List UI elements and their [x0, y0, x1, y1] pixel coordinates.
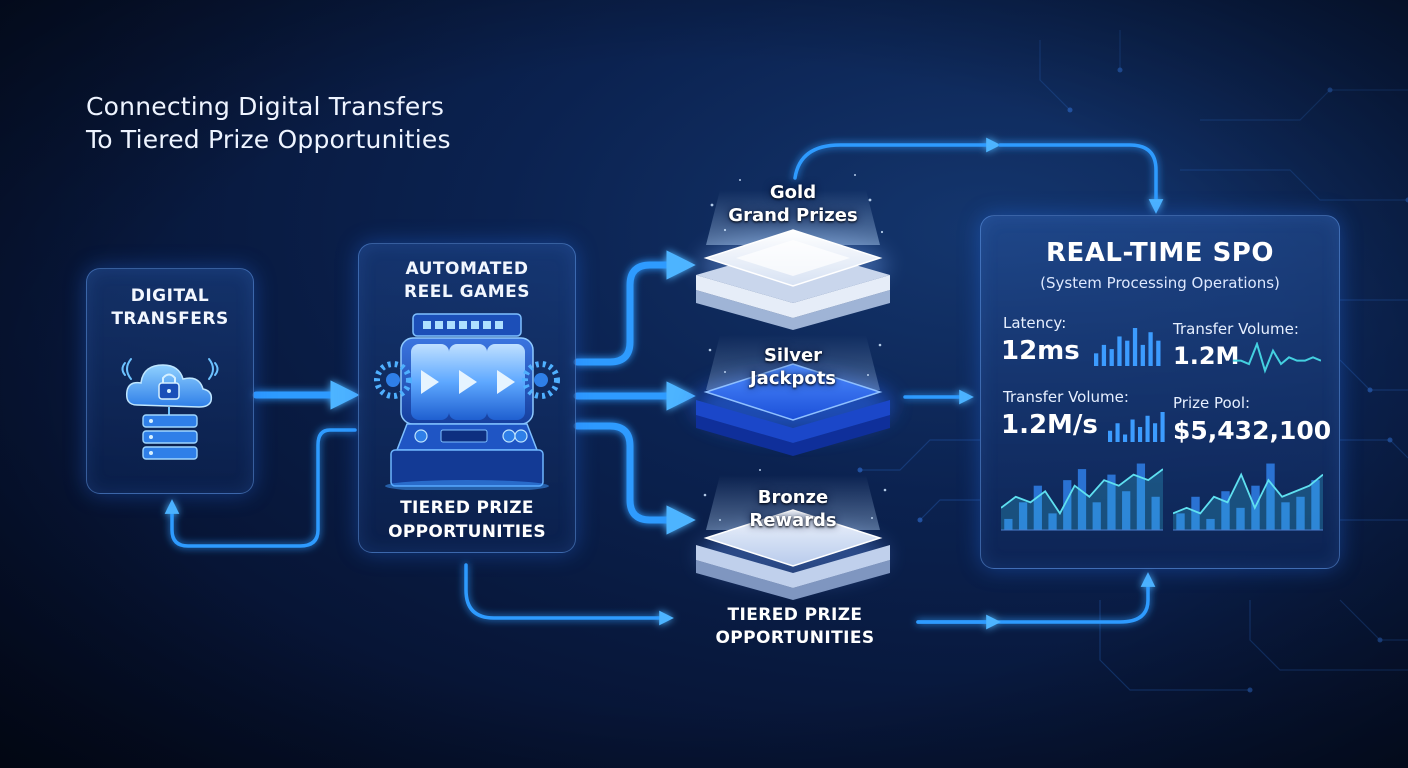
- digital-transfers-title: DIGITAL TRANSFERS: [111, 286, 229, 329]
- title-line-2: To Tiered Prize Opportunities: [86, 125, 451, 154]
- silver-tier-label: Silver Jackpots: [749, 345, 837, 389]
- pulse-line: [1233, 342, 1321, 374]
- latency-sparkbars: [1094, 328, 1161, 366]
- chart-bar: [1151, 496, 1160, 530]
- spark-bar: [1148, 332, 1153, 366]
- chart-bar: [1206, 518, 1215, 530]
- spo-dashboard-panel[interactable]: REAL-TIME SPO (System Processing Operati…: [980, 215, 1340, 569]
- spark-bar: [1138, 427, 1143, 442]
- prize-pool-value: $5,432,100: [1173, 416, 1332, 445]
- bottom-right-chart: [1173, 463, 1323, 531]
- chart-bar: [1266, 463, 1275, 530]
- transfer-volume-label-2: Transfer Volume:: [1003, 388, 1129, 406]
- chart-bar: [1033, 485, 1042, 530]
- transfer-rate-sparkbars: [1108, 412, 1165, 442]
- chart-bar: [1311, 480, 1320, 530]
- bottom-left-chart: [1001, 463, 1163, 531]
- chart-line: [1001, 468, 1163, 516]
- reel-games-card[interactable]: AUTOMATED REEL GAMES TIERED PRIZE OPPORT…: [358, 243, 576, 553]
- chart-bar: [1107, 474, 1116, 530]
- transfer-volume-value-1: 1.2M: [1173, 342, 1240, 370]
- slot-machine-icon: [374, 313, 560, 490]
- cloud-lock-server-icon: [121, 358, 219, 460]
- transfer-volume-value-2: 1.2M/s: [1001, 410, 1098, 440]
- spark-bar: [1160, 412, 1165, 442]
- spark-bar: [1123, 434, 1128, 442]
- chart-bar: [1136, 463, 1146, 530]
- latency-label: Latency:: [1003, 314, 1067, 332]
- gold-tier-label: Gold Grand Prizes: [728, 182, 858, 226]
- prize-pool-label: Prize Pool:: [1173, 394, 1251, 412]
- spark-bar: [1130, 419, 1135, 442]
- chart-line: [1173, 472, 1323, 515]
- transfer-volume-pulse: [1233, 342, 1321, 374]
- chart-bar: [1176, 513, 1185, 530]
- spark-bar: [1125, 340, 1130, 366]
- spark-bar: [1094, 353, 1099, 366]
- spark-bar: [1140, 344, 1145, 366]
- chart-bar: [1221, 491, 1230, 530]
- title-line-1: Connecting Digital Transfers: [86, 92, 445, 121]
- spark-bar: [1132, 328, 1138, 366]
- reel-games-title: AUTOMATED REEL GAMES: [404, 259, 530, 302]
- chart-bar: [1004, 518, 1013, 530]
- chart-area: [1173, 474, 1323, 530]
- chart-bar: [1191, 496, 1200, 530]
- chart-bar: [1122, 491, 1131, 530]
- spark-bar: [1108, 430, 1113, 442]
- reel-games-subtitle: TIERED PRIZE OPPORTUNITIES: [388, 498, 546, 542]
- spo-subtitle: (System Processing Operations): [1040, 274, 1280, 292]
- spark-bar: [1101, 344, 1107, 366]
- spark-bar: [1109, 349, 1114, 366]
- latency-value: 12ms: [1001, 336, 1080, 366]
- spark-bar: [1145, 415, 1150, 442]
- spo-title: REAL-TIME SPO: [1046, 238, 1274, 268]
- page-title: Connecting Digital Transfers To Tiered P…: [86, 90, 546, 156]
- spark-bar: [1153, 423, 1158, 442]
- spark-bar: [1156, 340, 1161, 366]
- digital-transfers-card[interactable]: DIGITAL TRANSFERS: [86, 268, 254, 494]
- chart-bar: [1063, 480, 1072, 530]
- chart-bar: [1236, 507, 1245, 530]
- chart-area: [1001, 469, 1163, 530]
- spark-bar: [1117, 336, 1122, 366]
- chart-bar: [1077, 469, 1087, 530]
- transfer-volume-label-1: Transfer Volume:: [1173, 320, 1299, 338]
- chart-bar: [1281, 502, 1290, 530]
- chart-bar: [1018, 502, 1028, 530]
- tiered-prize-bottom-label: TIERED PRIZE OPPORTUNITIES: [715, 605, 875, 648]
- bronze-tier-label: Bronze Rewards: [749, 487, 837, 531]
- chart-bar: [1048, 513, 1057, 530]
- spark-bar: [1115, 423, 1120, 442]
- chart-bar: [1092, 502, 1101, 530]
- chart-bar: [1296, 496, 1305, 530]
